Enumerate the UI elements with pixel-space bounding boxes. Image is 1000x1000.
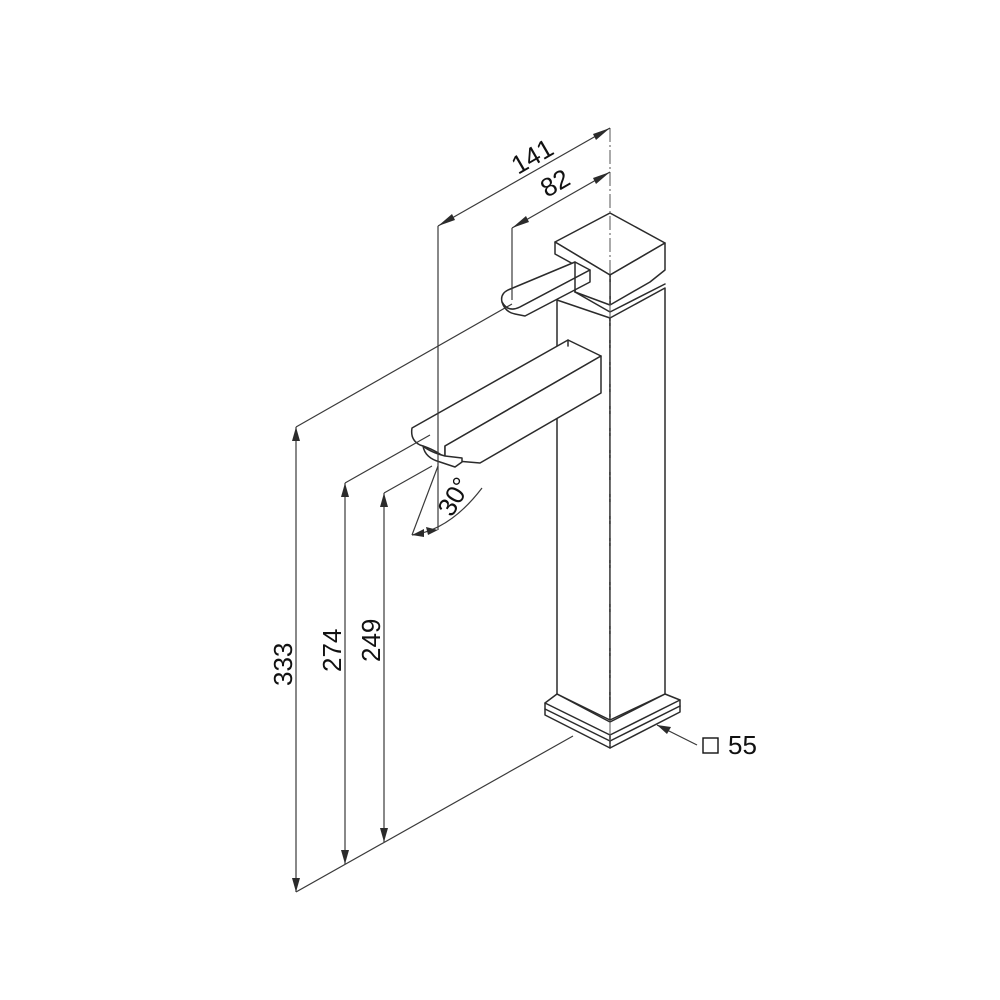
- dimension-lines: [292, 127, 698, 893]
- dim-label-333: 333: [268, 643, 298, 686]
- dim-label-55: 55: [728, 730, 757, 760]
- spout: [410, 339, 602, 468]
- dim-label-249: 249: [356, 619, 386, 662]
- dim-label-82: 82: [535, 163, 575, 203]
- dim-label-274: 274: [317, 629, 347, 672]
- column-right-face: [609, 287, 666, 721]
- base-square-symbol-icon: [702, 737, 719, 754]
